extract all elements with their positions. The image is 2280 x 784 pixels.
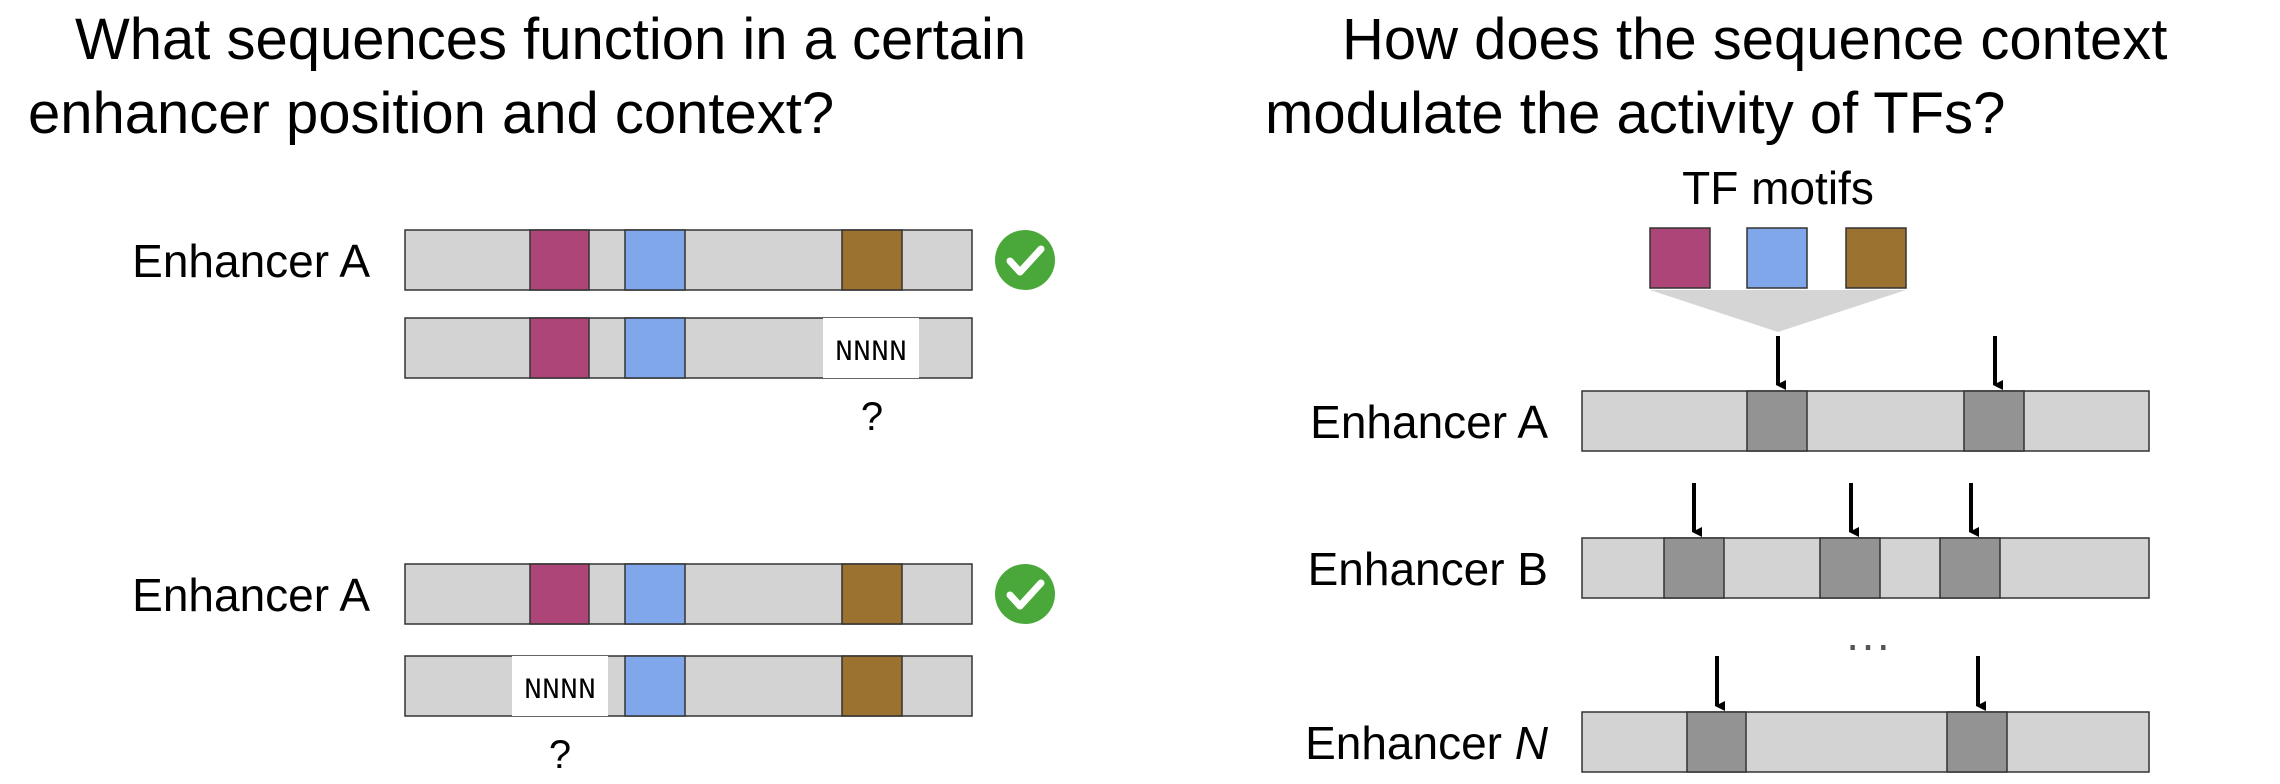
motif-2-box <box>624 317 686 379</box>
motif-2-box <box>624 563 686 625</box>
enhancer-row: Enhancer A <box>132 563 1055 625</box>
enhancer-row-mutated: NNNN ? <box>404 655 973 777</box>
tf-site-box <box>1663 537 1725 599</box>
tf-site-box <box>1939 537 2001 599</box>
right-panel: TF motifs Enhancer A Enhancer B <box>1305 162 2150 773</box>
tf-site-box <box>1819 537 1881 599</box>
tf-motifs-header: TF motifs <box>1682 162 1874 214</box>
left-title-line1: What sequences function in a certain <box>75 7 1027 72</box>
check-circle-icon <box>995 230 1055 290</box>
tf-motif-2-box <box>1746 227 1808 289</box>
motif-3-box <box>841 655 903 717</box>
ellipsis: ··· <box>1845 618 1891 670</box>
right-title-line1: How does the sequence context <box>1342 7 2168 72</box>
tf-site-box <box>1746 390 1808 452</box>
left-title-line2: enhancer position and context? <box>28 81 835 146</box>
enhancer-row-mutated: NNNN ? <box>404 317 973 439</box>
check-circle-icon <box>995 564 1055 624</box>
nnnn-block <box>512 656 608 716</box>
nnnn-text: NNNN <box>835 336 907 370</box>
tf-site-box <box>1686 711 1747 773</box>
tf-site-box <box>1963 390 2025 452</box>
question-mark: ? <box>861 395 883 439</box>
motif-1-box <box>529 229 590 291</box>
enhancer-row: Enhancer N <box>1305 656 2150 773</box>
tf-motif-1-box <box>1649 227 1711 289</box>
enhancer-label: Enhancer N <box>1305 717 1549 769</box>
nnnn-text: NNNN <box>524 674 596 708</box>
tf-motif-3-box <box>1845 227 1907 289</box>
enhancer-bar <box>1581 390 2150 452</box>
enhancer-bar <box>1581 711 2150 773</box>
motif-1-box <box>529 317 590 379</box>
motif-3-box <box>841 229 903 291</box>
enhancer-row: Enhancer B <box>1308 483 2150 599</box>
enhancer-row: Enhancer A <box>1310 336 2150 452</box>
enhancer-label: Enhancer A <box>1310 396 1548 448</box>
motif-funnel <box>1650 290 1906 332</box>
right-title-line2: modulate the activity of TFs? <box>1265 81 2006 146</box>
enhancer-label: Enhancer A <box>132 235 370 287</box>
question-mark: ? <box>549 733 571 777</box>
motif-2-box <box>624 229 686 291</box>
motif-2-box <box>624 655 686 717</box>
enhancer-label: Enhancer A <box>132 569 370 621</box>
enhancer-label: Enhancer B <box>1308 543 1548 595</box>
left-panel: Enhancer A NNNN ? En <box>132 229 1055 777</box>
enhancer-row: Enhancer A <box>132 229 1055 291</box>
nnnn-block <box>823 318 919 378</box>
motif-3-box <box>841 563 903 625</box>
motif-1-box <box>529 563 590 625</box>
tf-site-box <box>1946 711 2008 773</box>
